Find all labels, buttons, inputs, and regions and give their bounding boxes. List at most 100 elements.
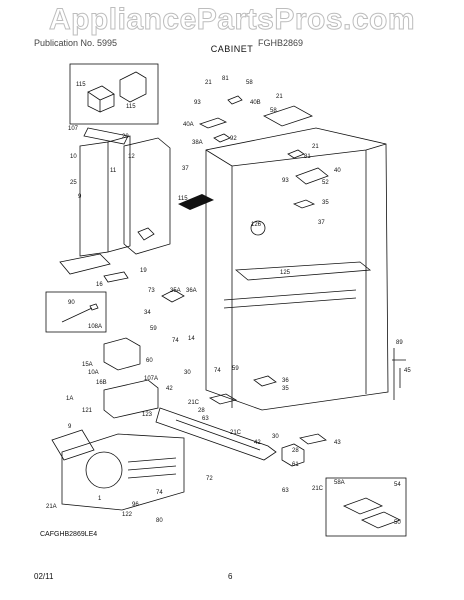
part-label: 81 — [222, 76, 229, 82]
part-label: 121 — [82, 408, 93, 414]
divider — [223, 289, 357, 309]
part-58a-54-50 — [342, 497, 402, 529]
part-label: 35 — [282, 386, 289, 392]
part-label: 81 — [304, 154, 311, 160]
part-9-16 — [59, 253, 129, 283]
part-label: 36A — [186, 288, 197, 294]
cabinet-body — [205, 127, 389, 411]
part-label: 10A — [88, 370, 99, 376]
part-label: 20 — [122, 134, 129, 140]
part-label: 74 — [156, 490, 163, 496]
part-11-duct — [79, 135, 131, 257]
inset-box-58a — [325, 477, 407, 537]
part-label: 1 — [98, 496, 102, 502]
part-19 — [137, 227, 155, 241]
part-label: 30 — [272, 434, 279, 440]
part-label: 30 — [184, 370, 191, 376]
part-72-toe-grille — [155, 407, 277, 461]
part-label: 58 — [270, 108, 277, 114]
part-label: 115 — [126, 104, 136, 110]
part-label: 107 — [68, 126, 79, 132]
part-label: 80 — [156, 518, 163, 524]
cabinet-edges — [205, 143, 387, 408]
part-90 — [61, 303, 99, 323]
part-label: 74 — [172, 338, 179, 344]
part-label: 21A — [46, 504, 57, 510]
part-108a-housing — [103, 337, 141, 371]
part-label: 21 — [312, 144, 319, 150]
part-label: 63 — [282, 488, 289, 494]
part-label: 36 — [282, 378, 289, 384]
part-73-bracket — [161, 289, 185, 303]
part-115-bracket — [87, 85, 115, 113]
header-model: FGHB2869 — [258, 38, 304, 48]
part-label: 61 — [292, 462, 299, 468]
part-label: 92 — [230, 136, 237, 142]
part-label: 15A — [82, 362, 93, 368]
part-label: 9 — [78, 194, 82, 200]
part-label: 59 — [150, 326, 157, 332]
part-label: 115 — [76, 82, 86, 88]
part-label: 16B — [96, 380, 107, 386]
part-label: 21 — [205, 80, 212, 86]
part-12-panel — [123, 137, 171, 255]
right-hinge-parts — [263, 105, 329, 209]
part-label: 38A — [192, 140, 203, 146]
part-label: 28 — [292, 448, 299, 454]
part-label: 60 — [146, 358, 153, 364]
model-code: CAFGHB2869LE4 — [40, 531, 97, 538]
part-label: 9 — [68, 424, 72, 430]
shelf-125 — [234, 261, 372, 281]
part-label: 34 — [144, 310, 151, 316]
part-label: 25 — [70, 180, 77, 186]
part-label: 122 — [122, 512, 133, 518]
part-label: 63 — [202, 416, 209, 422]
part-label: 14 — [188, 336, 195, 342]
part-label: 35A — [170, 288, 181, 294]
part-label: 28 — [198, 408, 205, 414]
part-126 — [250, 220, 266, 236]
highlight-part — [178, 194, 214, 210]
part-96-fan — [85, 451, 123, 489]
part-label: 107A — [144, 376, 158, 382]
part-label: 40 — [334, 168, 341, 174]
part-label: 10 — [70, 154, 77, 160]
inset-box-115 — [69, 63, 159, 125]
part-label: 37 — [182, 166, 189, 172]
part-label: 89 — [396, 340, 403, 346]
part-label: 52 — [322, 180, 329, 186]
grille-vents — [127, 457, 177, 479]
part-label: 21C — [230, 430, 242, 436]
part-115-cover — [119, 71, 147, 103]
part-labels: 115 115 21 81 58 93 40B 21 58 107 20 40A… — [46, 76, 411, 526]
part-label: 50 — [394, 520, 401, 526]
part-label: 21 — [276, 94, 283, 100]
part-label: 73 — [148, 288, 155, 294]
part-label: 45 — [404, 368, 411, 374]
part-label: 108A — [88, 324, 102, 330]
part-label: 40A — [183, 122, 194, 128]
part-107a — [103, 379, 159, 419]
section-title: CABINET — [210, 44, 254, 54]
part-label: 90 — [68, 300, 75, 306]
part-label: 74 — [214, 368, 221, 374]
part-1a — [51, 429, 95, 461]
part-label: 54 — [394, 482, 401, 488]
part-label: 58A — [334, 480, 345, 486]
part-label: 115 — [178, 196, 188, 202]
part-label: 93 — [194, 100, 201, 106]
part-label: 40B — [250, 100, 261, 106]
part-label: 1A — [66, 396, 73, 402]
part-label: 72 — [206, 476, 213, 482]
part-122-cover — [61, 433, 185, 511]
header-publication: Publication No. 5995 — [34, 38, 118, 48]
inset-box-90 — [45, 291, 107, 333]
dimension-lines — [392, 348, 406, 400]
part-label: 123 — [142, 412, 153, 418]
part-label: 42 — [254, 440, 261, 446]
part-label: 43 — [334, 440, 341, 446]
part-label: 58 — [246, 80, 253, 86]
part-label: 16 — [96, 282, 103, 288]
part-label: 59 — [232, 366, 239, 372]
